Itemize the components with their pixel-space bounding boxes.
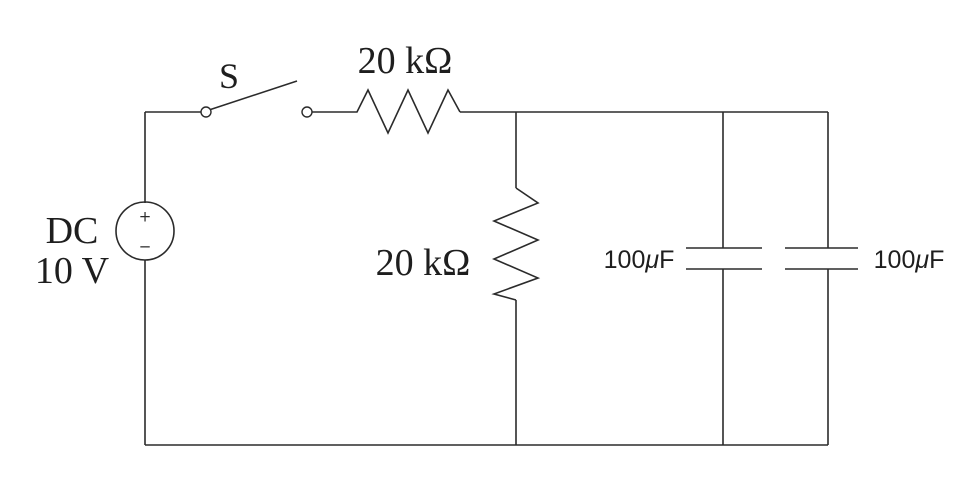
shunt-resistor-label: 20 kΩ [376, 242, 471, 284]
switch-right-terminal [301, 106, 313, 118]
shunt-resistor [491, 187, 541, 301]
source-label-voltage: 10 V [35, 250, 110, 292]
switch-blade [208, 80, 298, 111]
switch-s [200, 80, 313, 118]
capacitor-2 [785, 247, 858, 270]
capacitor-2-label: 100μF [874, 246, 945, 274]
source-label-dc: DC [46, 210, 99, 252]
source-plus-sign: + [139, 208, 152, 226]
switch-label: S [219, 56, 239, 96]
source-minus-sign: − [139, 238, 152, 256]
series-resistor-label: 20 kΩ [358, 40, 453, 82]
wires [144, 111, 829, 446]
capacitor-1 [686, 247, 762, 270]
dc-voltage-source: + − [115, 201, 175, 261]
capacitor-1-label: 100μF [604, 246, 675, 274]
series-resistor [349, 88, 461, 135]
switch-left-terminal [200, 106, 212, 118]
source-circle [115, 201, 175, 261]
